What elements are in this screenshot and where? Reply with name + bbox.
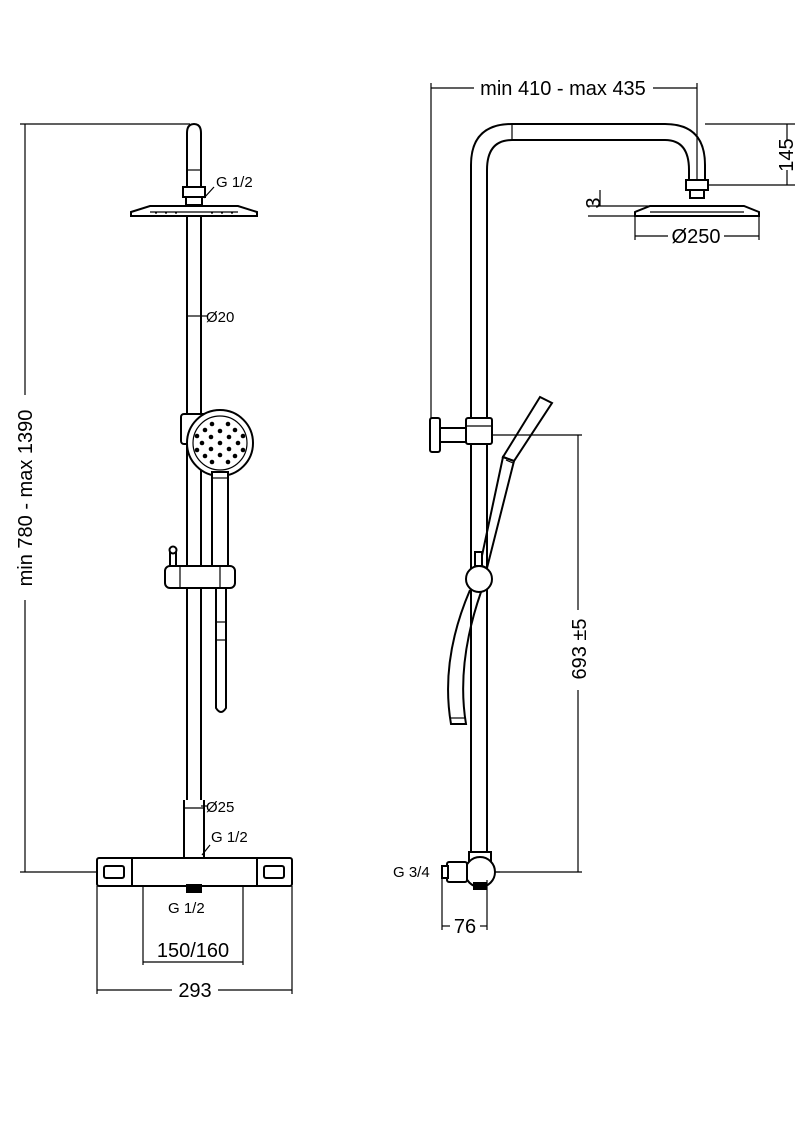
side-label-inlet: G 3/4	[393, 864, 430, 881]
side-head-nut	[685, 179, 709, 191]
side-hand-shower	[501, 395, 554, 463]
side-arm-drop-dimension: 145	[705, 123, 798, 186]
side-riser-arm-inner	[486, 139, 690, 855]
side-inlet-nut	[446, 861, 468, 883]
front-lower-riser	[183, 800, 205, 858]
front-upper-riser	[186, 122, 202, 188]
front-label-pipe-connection: G 1/2	[211, 829, 248, 846]
front-valve-right-handle	[263, 865, 285, 879]
side-head-diameter-dimension-text: Ø250	[672, 226, 721, 248]
side-riser-arm-outer	[470, 123, 706, 855]
front-label-outlet: G 1/2	[168, 900, 205, 917]
side-head-thickness-dimension: 3	[583, 190, 650, 217]
front-overhead-shower-head	[130, 205, 258, 217]
front-valve-outlet	[186, 884, 202, 893]
side-wall-flange	[429, 417, 441, 453]
front-centres-dimension: 150/160	[142, 886, 244, 965]
side-holder-height-dimension-text: 693 ±5	[569, 618, 591, 679]
side-head-diameter-dimension: Ø250	[634, 216, 760, 248]
front-label-lower-pipe: Ø25	[206, 799, 234, 816]
side-hose	[447, 589, 482, 725]
front-head-nut	[182, 186, 206, 198]
side-hand-shower-handle	[478, 455, 516, 570]
front-centres-dimension-text: 150/160	[157, 940, 229, 962]
side-wall-clamp	[465, 417, 493, 445]
side-overhead-shower-head	[634, 205, 760, 217]
side-slider-knob	[465, 565, 493, 593]
front-view: G 1/2 Ø20 Ø25 G 1/2 G 1/2 min 780 - max …	[15, 122, 293, 1002]
front-slider-bracket	[164, 565, 236, 589]
front-label-upper-pipe: Ø20	[206, 309, 234, 326]
side-arm-reach-dimension-text: min 410 - max 435	[480, 78, 646, 100]
front-height-dimension-text: min 780 - max 1390	[15, 410, 37, 587]
front-height-dimension: min 780 - max 1390	[15, 123, 190, 873]
side-head-thickness-dimension-text: 3	[583, 197, 605, 208]
side-offset-dimension-text: 76	[454, 916, 476, 938]
side-arm-drop-dimension-text: 145	[776, 138, 798, 171]
side-offset-dimension: 76	[441, 878, 488, 938]
front-valve-left-handle	[103, 865, 125, 879]
front-label-head-connection: G 1/2	[216, 174, 253, 191]
side-holder-height-dimension: 693 ±5	[492, 434, 591, 873]
front-width-dimension: 293	[96, 886, 293, 1002]
front-hand-shower-nozzles	[194, 421, 246, 465]
front-width-dimension-text: 293	[178, 980, 211, 1002]
front-hose	[215, 588, 227, 713]
side-arm-reach-dimension: min 410 - max 435	[430, 78, 698, 418]
front-hand-shower-handle	[211, 471, 229, 573]
side-view: G 3/4 min 410 - max 435 145 3	[393, 78, 798, 938]
side-valve-outlet	[473, 882, 487, 890]
